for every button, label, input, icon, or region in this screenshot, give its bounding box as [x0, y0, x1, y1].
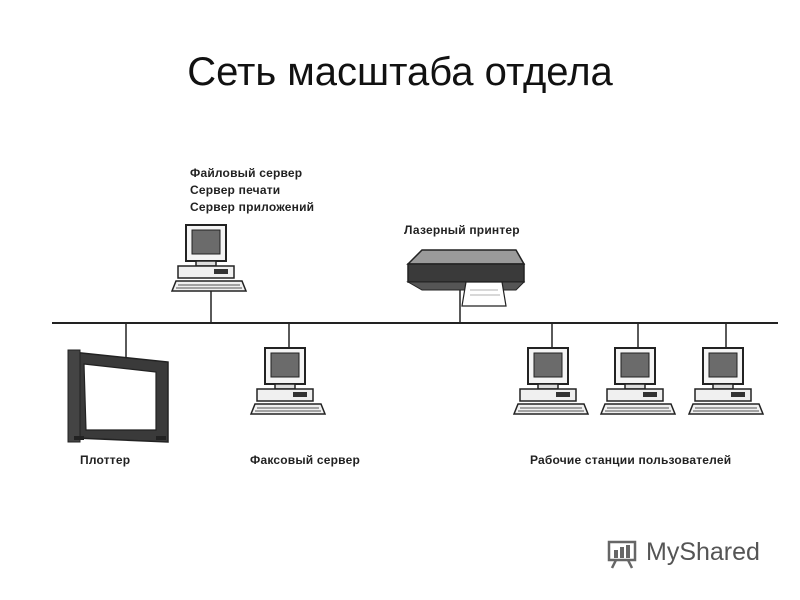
workstations-label: Рабочие станции пользователей	[530, 453, 732, 467]
server-label-line3: Сервер приложений	[190, 200, 315, 214]
myshared-logo: MyShared	[606, 534, 776, 574]
plotter-icon	[67, 349, 169, 443]
logo-icon	[607, 540, 637, 569]
printer-label: Лазерный принтер	[404, 223, 520, 237]
fax-server-computer-icon	[250, 347, 326, 415]
server-label: Файловый сервер Сервер печати Сервер при…	[190, 165, 314, 216]
logo-text: MyShared	[646, 538, 760, 566]
slide-title: Сеть масштаба отдела	[187, 50, 613, 94]
workstation-computer-icon	[513, 347, 589, 415]
plotter-label: Плоттер	[80, 453, 131, 467]
fax-server-label: Факсовый сервер	[250, 453, 361, 467]
workstation-computer-icon	[688, 347, 764, 415]
laser-printer-icon	[406, 249, 526, 307]
server-label-line2: Сервер печати	[190, 183, 281, 197]
server-label-line1: Файловый сервер	[190, 166, 303, 180]
server-computer-icon	[171, 224, 247, 292]
workstation-computer-icon	[600, 347, 676, 415]
